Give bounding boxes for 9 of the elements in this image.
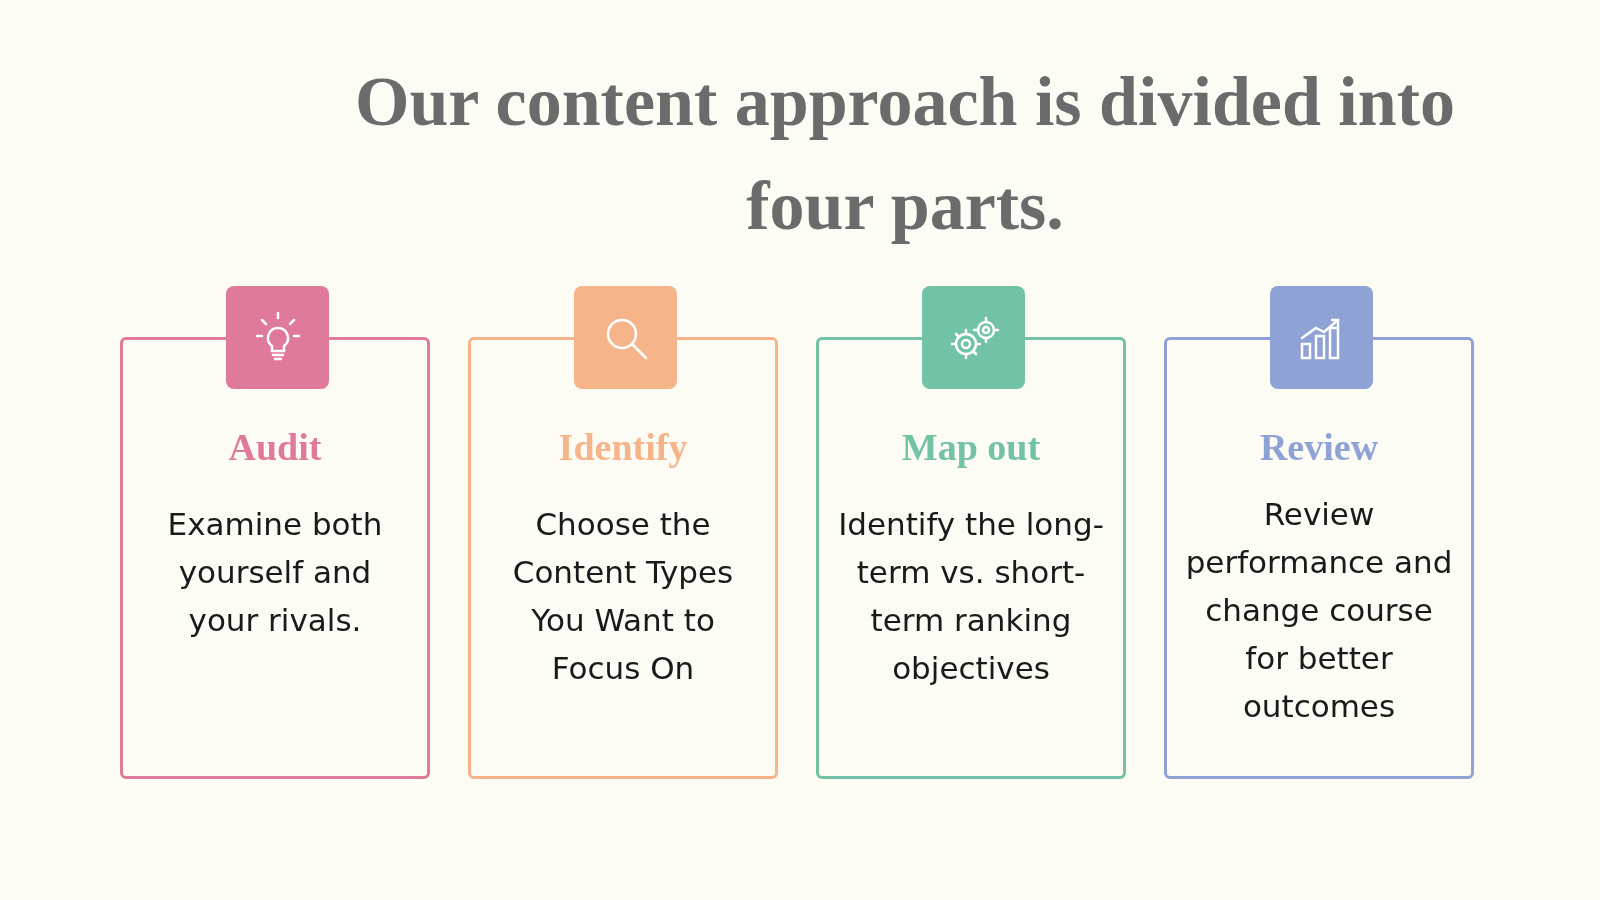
card-description: Identify the long-term vs. short-term ranking objectives (837, 505, 1105, 688)
card-heading: Review (1258, 425, 1380, 469)
card-heading: Audit (227, 425, 323, 469)
card-description: Review performance and change course for better outcomes (1185, 495, 1453, 726)
card-description: Examine both yourself and your rivals. (166, 505, 384, 640)
card-description: Choose the Content Types You Want to Focus On (511, 505, 735, 688)
card-heading: Map out (900, 425, 1042, 469)
title: Our content approach is divided into four parts. (353, 62, 1457, 246)
card-heading: Identify (557, 425, 689, 469)
